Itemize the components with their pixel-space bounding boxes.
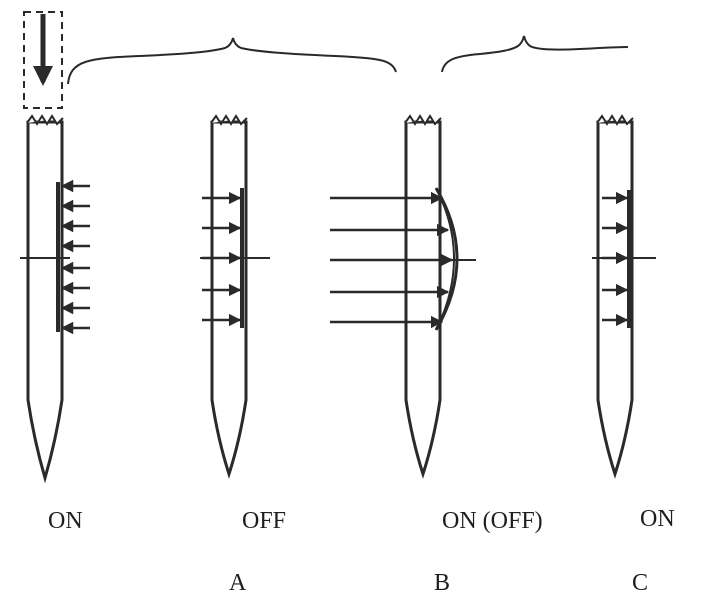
long-inward-arrows (330, 191, 454, 329)
needle-body (596, 120, 634, 479)
needle-body (210, 120, 248, 479)
stage-label-c: C (632, 570, 648, 596)
needle-on (20, 114, 90, 484)
state-label-1: ON (48, 508, 83, 534)
state-label-4: ON (640, 506, 675, 532)
bulged-membrane-inner (437, 191, 455, 327)
brace-left (67, 37, 397, 85)
needle-body (404, 120, 442, 479)
needle-c (592, 114, 656, 479)
needle-break-top (404, 114, 442, 126)
needle-break-top (26, 114, 64, 126)
needle-break-top (596, 114, 634, 126)
inward-arrows (202, 191, 242, 327)
needle-break-top (210, 114, 248, 126)
brace-right (441, 35, 629, 73)
needle-body (26, 120, 64, 484)
insertion-indicator (23, 11, 63, 109)
state-label-2: OFF (242, 508, 286, 534)
needle-b (330, 114, 476, 479)
inward-arrows (602, 191, 629, 327)
stage-label-a: A (229, 570, 247, 596)
insertion-dashed-box (23, 11, 63, 109)
needle-a (200, 114, 270, 479)
outward-arrows (60, 179, 90, 335)
state-label-3: ON (OFF) (442, 508, 543, 534)
stage-label-b: B (434, 570, 450, 596)
